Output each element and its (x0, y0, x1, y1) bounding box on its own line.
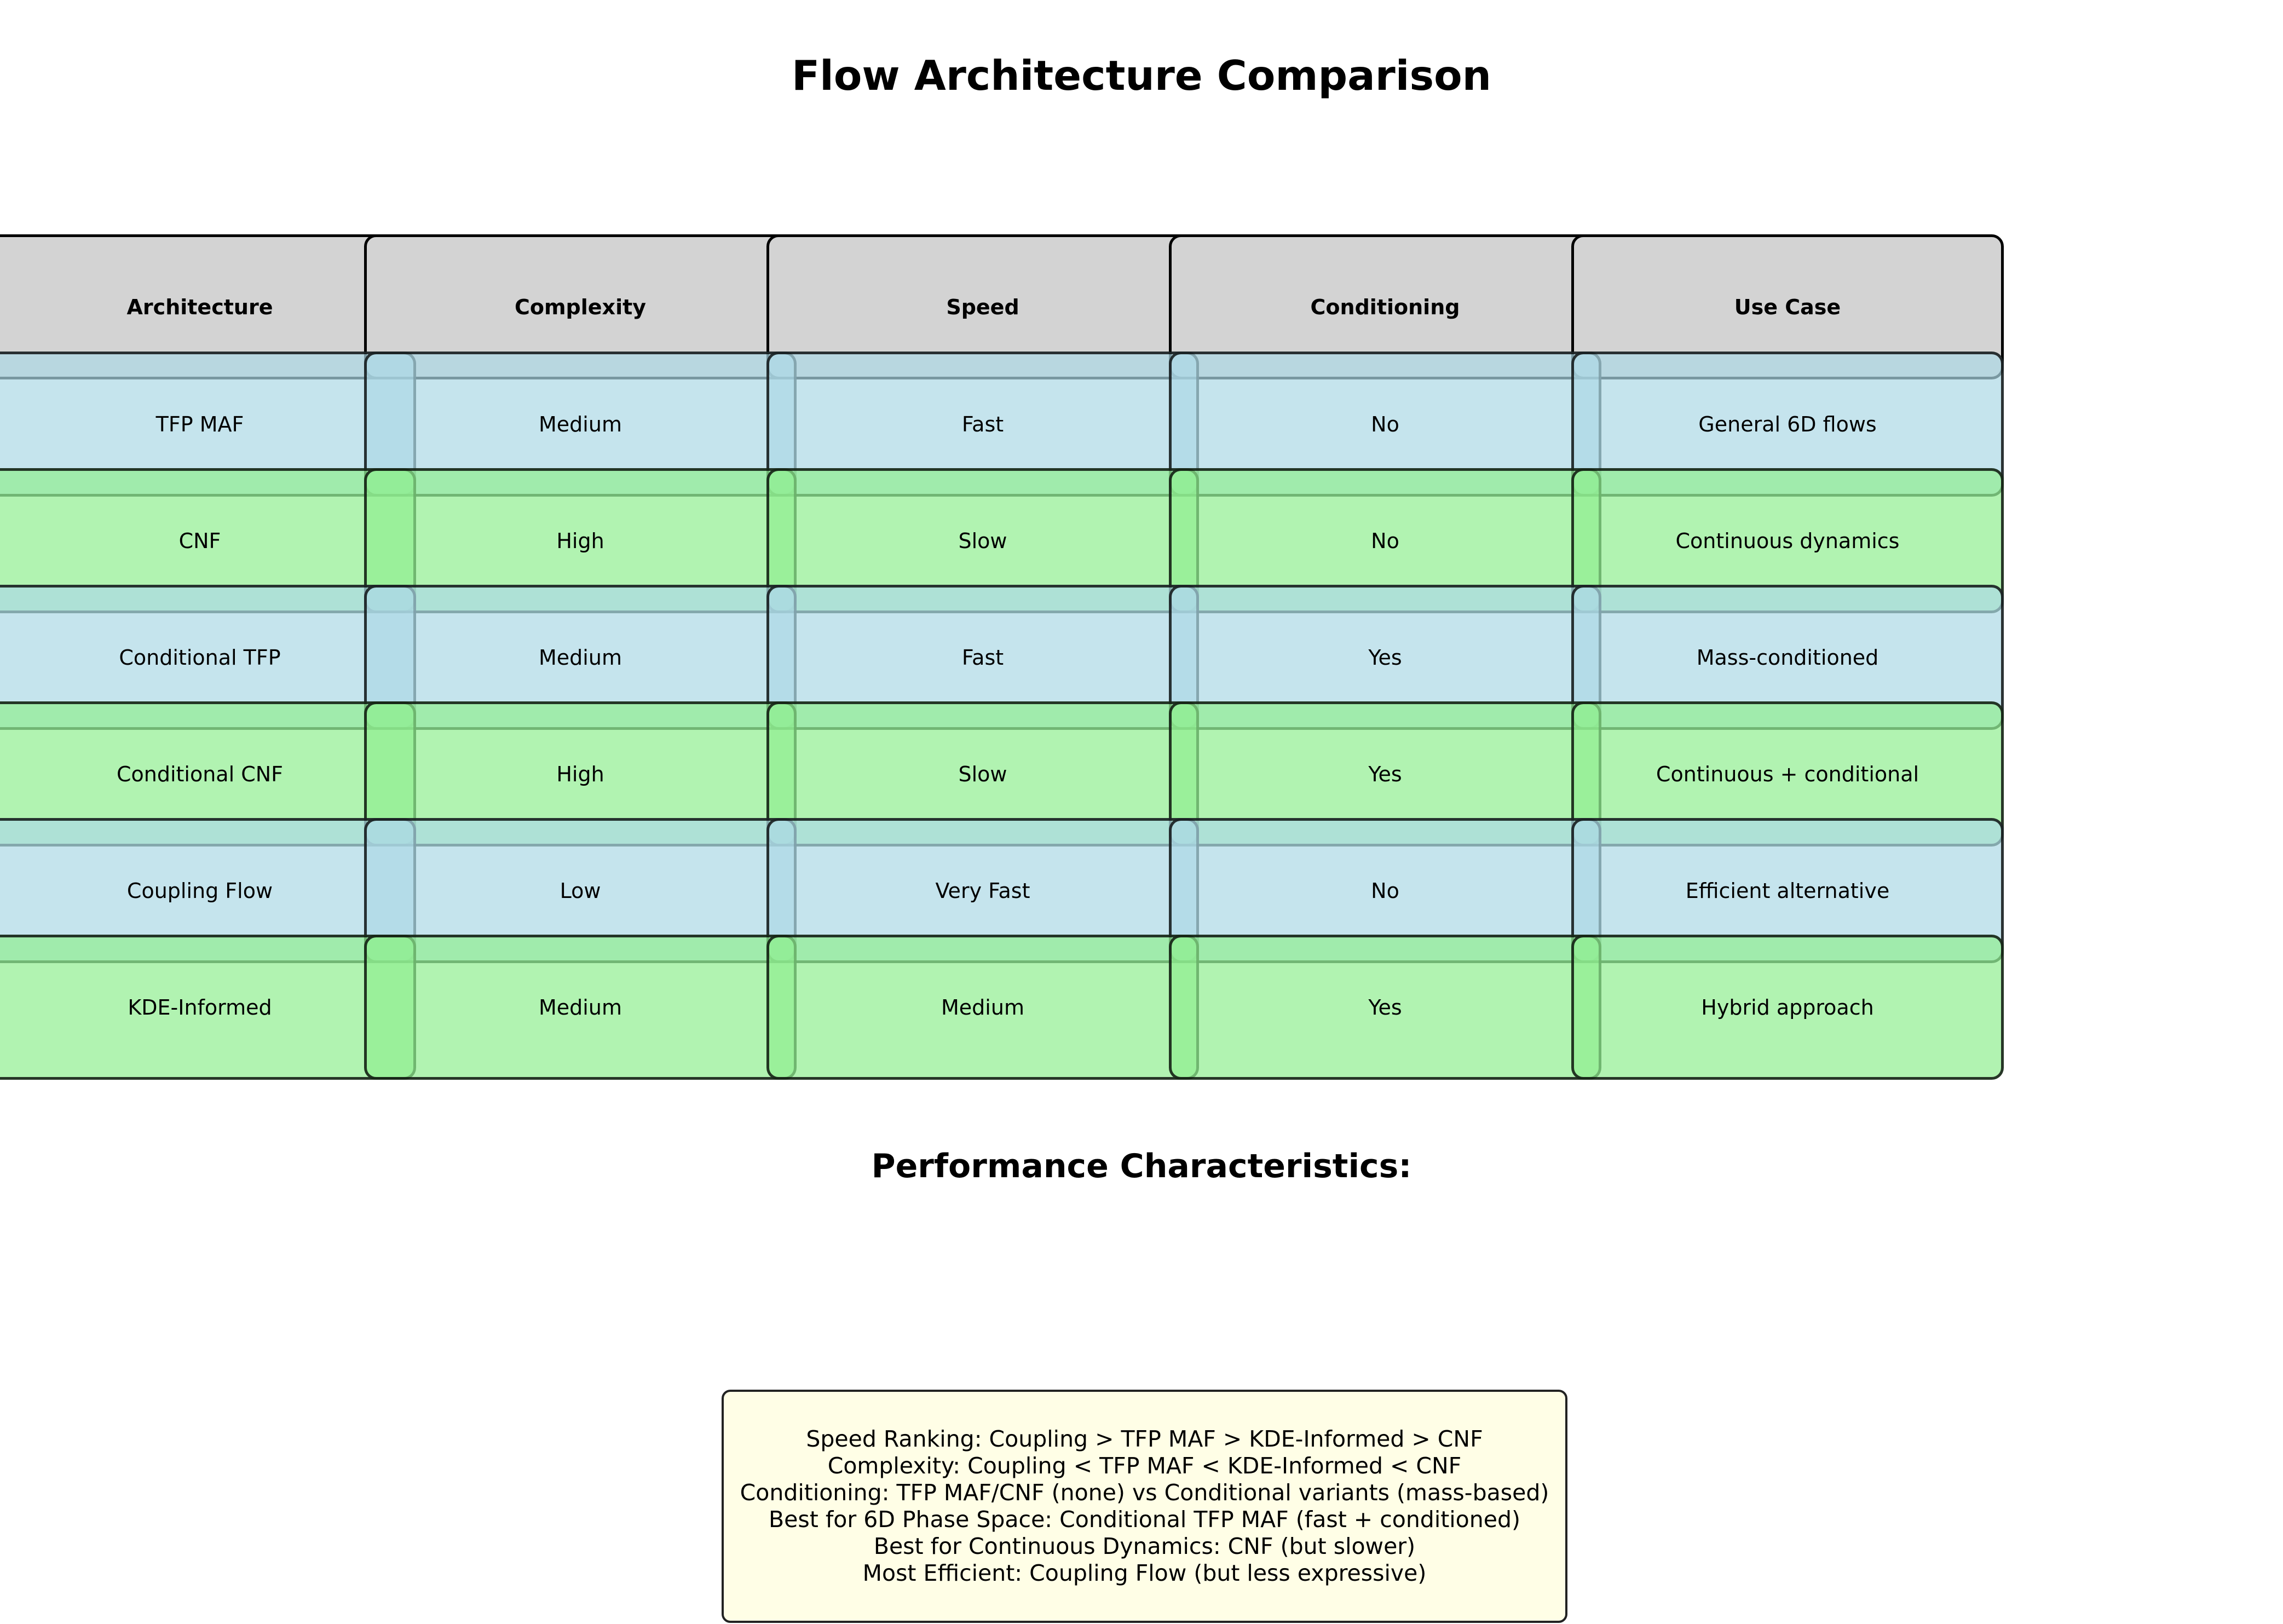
performance-line: Best for Continuous Dynamics: CNF (but s… (873, 1533, 1416, 1559)
performance-line: Most Efficient: Coupling Flow (but less … (862, 1560, 1427, 1586)
performance-line: Complexity: Coupling < TFP MAF < KDE-Inf… (827, 1453, 1462, 1479)
table-cell: Medium (364, 935, 797, 1080)
table-cell: Hybrid approach (1571, 935, 2004, 1080)
table-cell: Yes (1169, 935, 1601, 1080)
performance-line: Conditioning: TFP MAF/CNF (none) vs Cond… (740, 1479, 1549, 1506)
table-cell: Medium (766, 935, 1199, 1080)
performance-line: Best for 6D Phase Space: Conditional TFP… (769, 1506, 1520, 1533)
table-cell: KDE-Informed (0, 935, 416, 1080)
performance-summary-box: Speed Ranking: Coupling > TFP MAF > KDE-… (722, 1390, 1567, 1623)
figure-title: Flow Architecture Comparison (791, 51, 1492, 100)
performance-line: Speed Ranking: Coupling > TFP MAF > KDE-… (806, 1426, 1483, 1452)
performance-heading: Performance Characteristics: (871, 1147, 1412, 1185)
